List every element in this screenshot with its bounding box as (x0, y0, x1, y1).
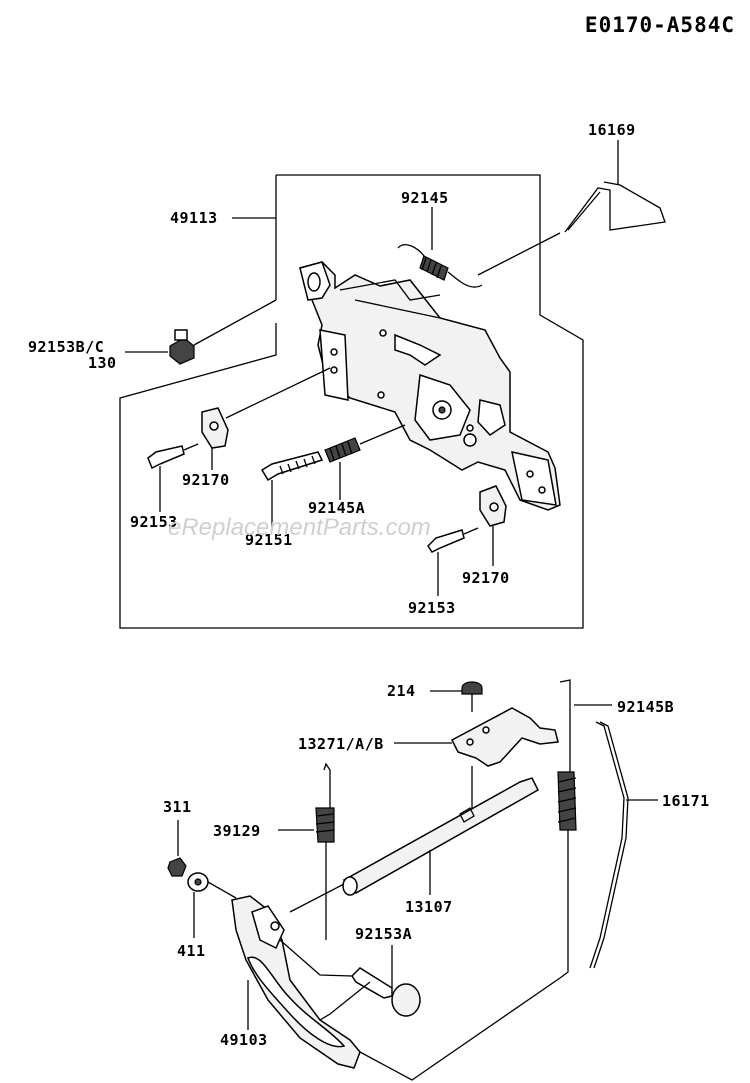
spring-92145B (557, 679, 612, 979)
label-311: 311 (163, 798, 192, 816)
label-92145: 92145 (401, 189, 449, 207)
bolt-214 (430, 681, 483, 712)
clamp-92170-right (479, 485, 507, 527)
washer-411 (187, 872, 209, 938)
label-16171: 16171 (662, 792, 710, 810)
label-92153-left: 92153 (130, 513, 178, 531)
label-130: 130 (88, 354, 117, 372)
rod-16171 (589, 721, 658, 969)
spring-92145A (324, 424, 406, 463)
diagram-code: E0170-A584C (585, 13, 735, 37)
label-16169: 16169 (588, 121, 636, 139)
bolt-130 (169, 299, 277, 365)
screw-92153A (351, 945, 421, 1017)
label-92153-right: 92153 (408, 599, 456, 617)
label-92153A: 92153A (355, 925, 412, 943)
label-13107: 13107 (405, 898, 453, 916)
label-49113: 49113 (170, 209, 218, 227)
control-plate-49113 (299, 261, 561, 511)
screw-92153-left (147, 443, 199, 470)
label-214: 214 (387, 682, 416, 700)
label-92153BC: 92153B/C (28, 338, 104, 356)
plate-13271 (394, 707, 559, 810)
label-92145B: 92145B (617, 698, 674, 716)
label-411: 411 (177, 942, 206, 960)
spring-39129 (278, 762, 335, 858)
upper-leader-lines (125, 140, 619, 596)
label-92170-right: 92170 (462, 569, 510, 587)
upper-assembly-frame (119, 174, 584, 629)
rod-16169 (477, 181, 666, 276)
shaft-13107 (342, 777, 539, 896)
lower-phantom-lines (207, 858, 561, 1081)
label-39129: 39129 (213, 822, 261, 840)
watermark: eReplacementParts.com (168, 514, 431, 541)
screw-92153-right (427, 527, 479, 553)
clamp-92170-left (201, 367, 331, 449)
label-92145A: 92145A (308, 499, 365, 517)
label-13271: 13271/A/B (298, 735, 384, 753)
label-92151: 92151 (245, 531, 293, 549)
bolt-92151 (260, 451, 324, 482)
label-49103: 49103 (220, 1031, 268, 1049)
spring-92145 (397, 244, 483, 288)
part-labels: 16169 92145 49113 92153B/C 130 92170 921… (28, 121, 710, 1049)
label-92170-left: 92170 (182, 471, 230, 489)
nut-311 (167, 820, 187, 877)
